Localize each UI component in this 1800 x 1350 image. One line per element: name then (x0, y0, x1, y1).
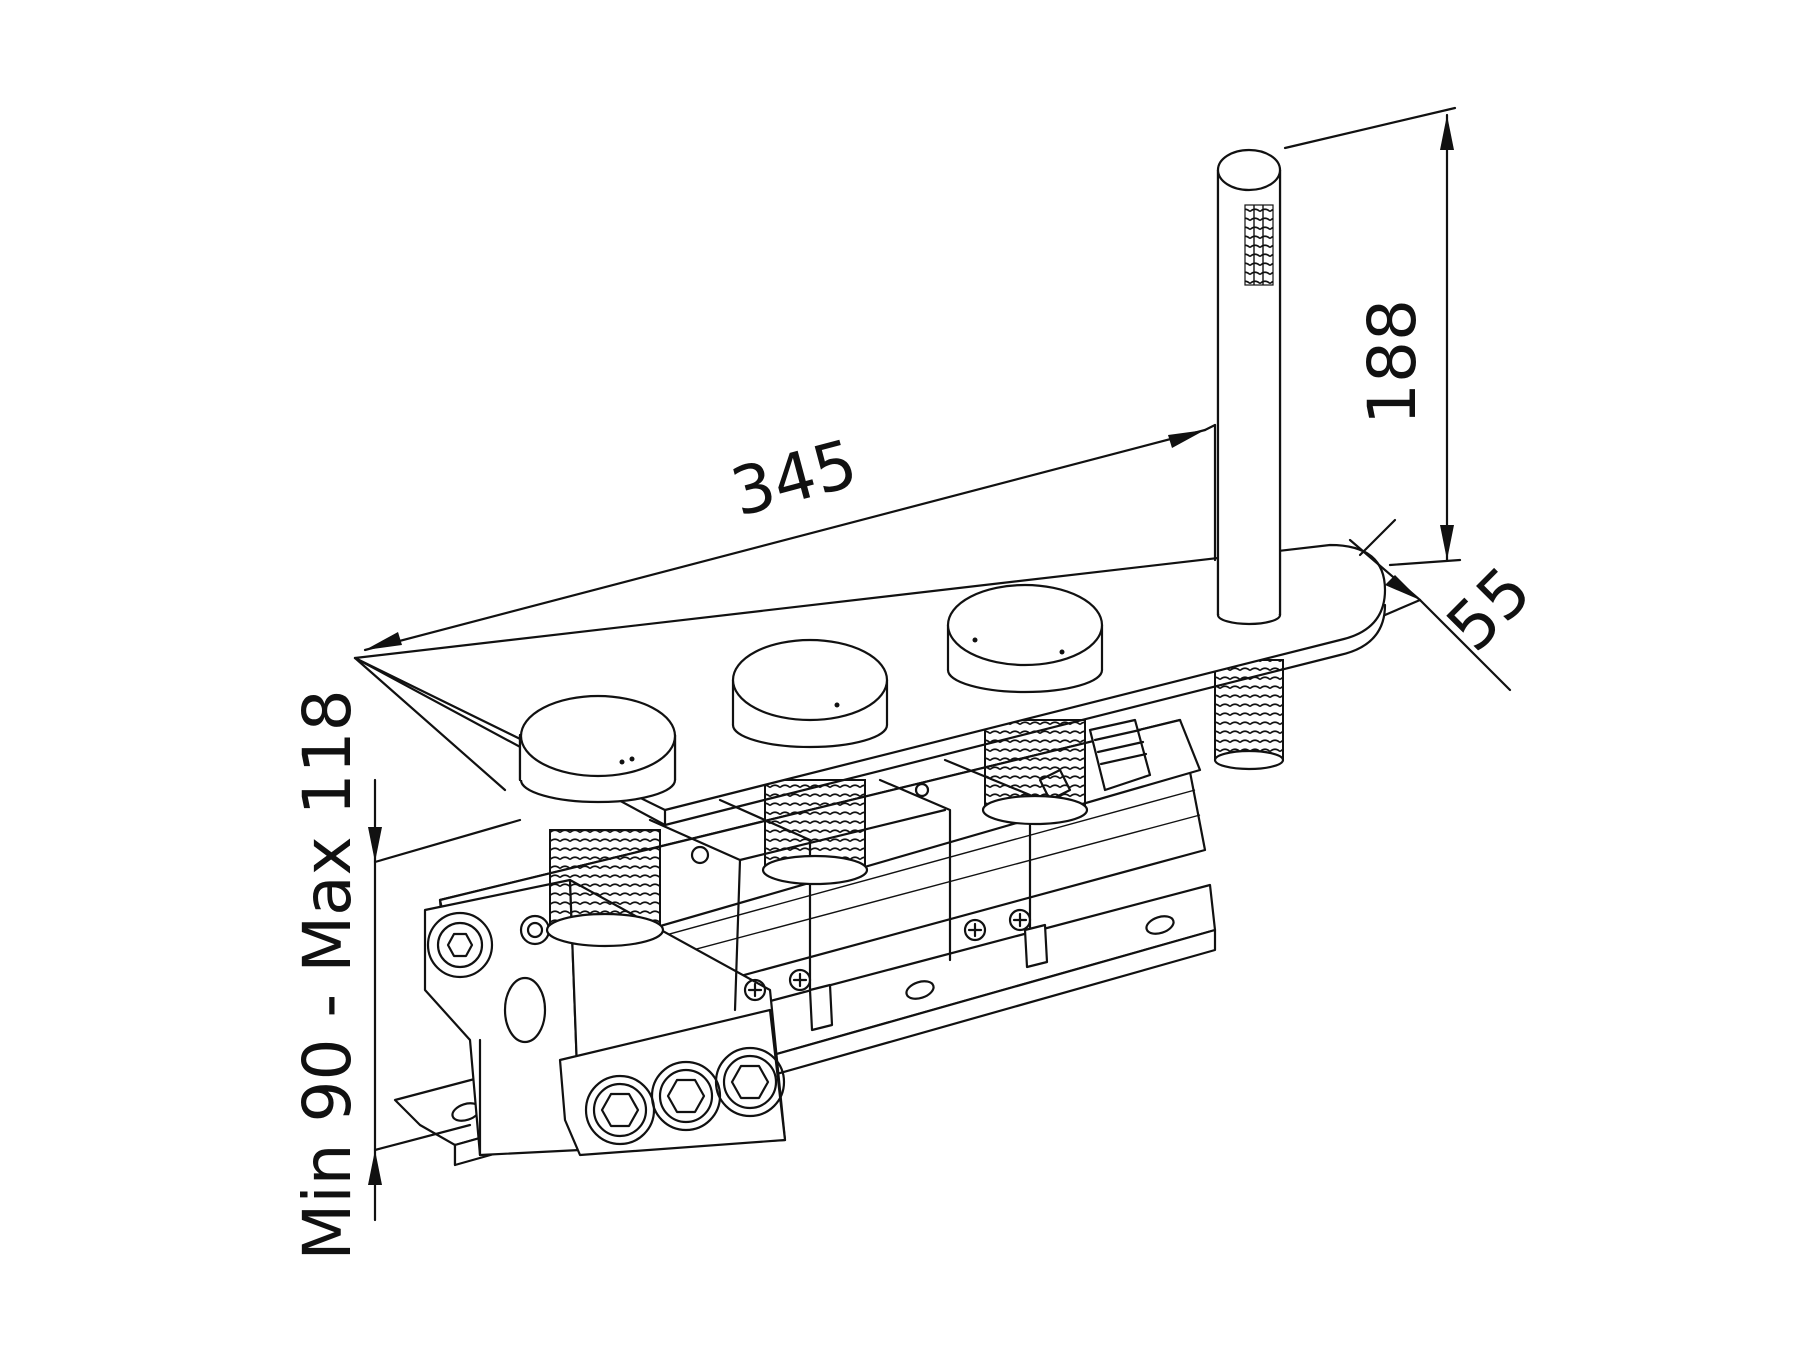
dimension-height (1283, 106, 1462, 567)
knob (518, 583, 1104, 804)
dim-depth-label: 55 (1432, 552, 1546, 666)
hex-port-icon (714, 1046, 786, 1118)
dimension-width (353, 423, 1217, 792)
dim-install-depth-label: Min 90 - Max 118 (289, 689, 366, 1260)
fitting (1088, 718, 1152, 792)
inlet-ports (426, 911, 787, 1157)
dim-height-label: 188 (1354, 299, 1431, 425)
dim-width-label: 345 (723, 425, 865, 532)
spindle (545, 659, 1285, 948)
screw-icon (690, 782, 1032, 1002)
hand-shower (1216, 148, 1282, 626)
locking-peg (808, 768, 1072, 1032)
dimension-depth (1348, 518, 1512, 692)
spray-nozzles-icon (1244, 204, 1274, 286)
dimension-install-depth (368, 778, 522, 1222)
